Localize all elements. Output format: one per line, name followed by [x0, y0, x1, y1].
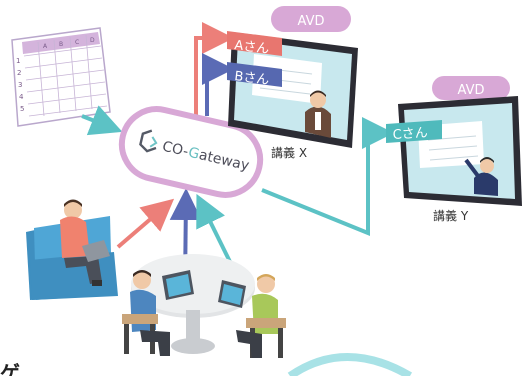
- spreadsheet-col-a: A: [43, 43, 48, 50]
- spreadsheet-col-b: B: [59, 41, 63, 48]
- arrow-gateway-to-b: [202, 53, 234, 116]
- spreadsheet-illustration: A B C D 1 2 3 4 5: [11, 27, 111, 127]
- screen-y-avd-badge: AVD: [458, 83, 485, 98]
- spreadsheet-col-c: C: [75, 39, 79, 46]
- arrow-spreadsheet-to-gateway: [81, 105, 123, 136]
- decorative-circle-outline: [287, 353, 413, 376]
- user-blue: [122, 270, 194, 356]
- spreadsheet-row-5: 5: [20, 105, 24, 113]
- gateway-label-accent: G: [187, 145, 201, 163]
- screen-x-caption: 講義 X: [271, 145, 307, 160]
- arrow-gateway-to-c: [261, 117, 394, 236]
- tag-c-label: Cさん: [392, 126, 428, 143]
- user-green: [218, 274, 286, 358]
- gateway-label-prefix: CO-: [161, 139, 191, 161]
- user-on-sofa: [26, 199, 118, 300]
- gateway-logo-icon: [139, 129, 158, 153]
- spreadsheet-col-d: D: [90, 37, 95, 44]
- bottom-cropped-text: ゲ: [0, 361, 20, 376]
- screen-y: AVD Cさん 講義 Y: [386, 76, 522, 223]
- screen-x-avd-badge: AVD: [298, 14, 325, 29]
- arrow-user-a-to-gateway: [116, 198, 175, 249]
- spreadsheet-row-2: 2: [17, 69, 21, 77]
- tag-c: Cさん: [386, 120, 442, 143]
- arrow-gateway-to-a: [194, 22, 234, 116]
- tag-a-label: Aさん: [234, 38, 270, 57]
- tag-a: Aさん: [227, 31, 282, 57]
- screen-y-caption: 講義 Y: [433, 208, 469, 223]
- tag-b: Bさん: [227, 62, 282, 88]
- spreadsheet-row-1: 1: [16, 57, 20, 65]
- tag-b-label: Bさん: [234, 69, 270, 88]
- presenter-y: [464, 157, 498, 196]
- co-gateway-node: CO-Gateway: [118, 106, 264, 198]
- presenter-x: [305, 90, 331, 138]
- spreadsheet-row-3: 3: [18, 81, 22, 89]
- spreadsheet-row-4: 4: [19, 93, 24, 101]
- screen-x: AVD Aさん Bさん 講義 X: [227, 6, 358, 160]
